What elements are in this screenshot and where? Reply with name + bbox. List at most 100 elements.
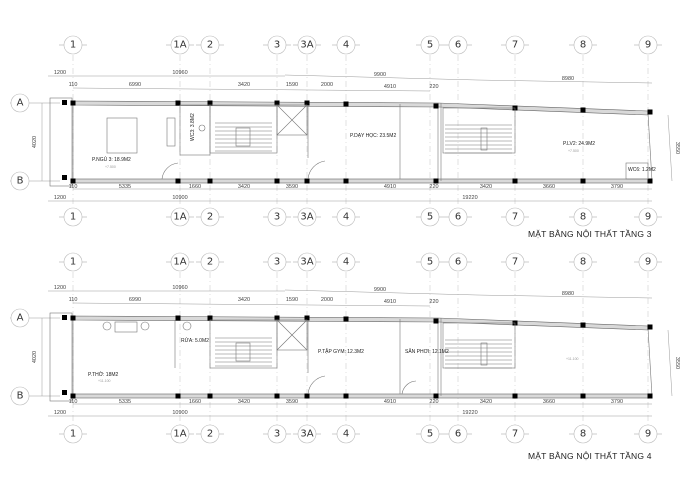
stool-icon — [140, 321, 150, 331]
dim-text: 110 — [69, 399, 78, 405]
sink-icon — [182, 321, 192, 331]
dim-text: 10900 — [172, 195, 187, 201]
dim-text: 4910 — [384, 84, 396, 90]
stair-well — [235, 342, 251, 362]
axis-bubble — [63, 252, 83, 272]
axis-label-5: 5 — [427, 40, 433, 51]
axis-bubble — [638, 252, 658, 272]
staircase — [442, 107, 516, 154]
balcony-post — [62, 390, 67, 395]
dim-text: 2000 — [321, 297, 333, 303]
column — [304, 178, 310, 184]
axis-label-3A: 3A — [300, 257, 313, 268]
column — [70, 315, 76, 321]
row-label-B: B — [17, 176, 24, 187]
room-label-drying-yard: SÂN PHƠI: 12.1M2 — [405, 348, 449, 355]
room-label-living-2: P.LV2: 24.9M2 — [563, 141, 595, 147]
balcony-post — [62, 175, 67, 180]
axis-label-6: 6 — [455, 40, 461, 51]
column — [175, 315, 181, 321]
balcony — [49, 97, 73, 187]
axis-bubble — [420, 252, 440, 272]
stair-well — [235, 127, 251, 147]
level-marker: +11.100 — [98, 379, 111, 383]
wardrobe — [166, 117, 176, 147]
axis-bubble — [267, 35, 287, 55]
axis-bubble — [505, 207, 525, 227]
column — [647, 109, 653, 115]
axis-label-3: 3 — [274, 40, 280, 51]
axis-bubble — [638, 35, 658, 55]
axis-bubble — [638, 424, 658, 444]
dim-text: 3660 — [543, 184, 555, 190]
row-label-A: A — [17, 313, 24, 324]
axis-label-1A: 1A — [173, 429, 186, 440]
axis-label-1: 1 — [70, 429, 76, 440]
dim-text: 5335 — [119, 184, 131, 190]
axis-label-6: 6 — [455, 429, 461, 440]
axis-label-4: 4 — [343, 257, 349, 268]
dim-text: 4020 — [32, 136, 38, 148]
dim-text: 1200 — [54, 410, 66, 416]
room-label-wc3: WC3: 3.8M2 — [190, 113, 196, 141]
axis-label-9: 9 — [645, 40, 651, 51]
axis-label-5: 5 — [427, 429, 433, 440]
axis-label-3A: 3A — [300, 40, 313, 51]
column — [175, 393, 181, 399]
dim-text: 220 — [429, 84, 438, 90]
axis-label-7: 7 — [512, 429, 518, 440]
axis-label-4: 4 — [343, 40, 349, 51]
dim-text: 3420 — [238, 399, 250, 405]
axis-bubble — [448, 252, 468, 272]
dim-text: 110 — [69, 297, 78, 303]
door-swing — [161, 162, 179, 180]
axis-label-4: 4 — [343, 429, 349, 440]
dim-text: 6990 — [129, 82, 141, 88]
axis-bubble — [170, 252, 190, 272]
axis-bubble — [573, 252, 593, 272]
dim-text: 4020 — [32, 351, 38, 363]
axis-label-8: 8 — [580, 212, 586, 223]
room-label-study: P.DẠY HỌC: 23.5M2 — [350, 133, 396, 139]
wall-top — [72, 315, 649, 331]
axis-bubble — [336, 424, 356, 444]
dim-text: 3550 — [674, 357, 680, 369]
dim-text: 8980 — [562, 291, 574, 297]
column — [647, 324, 653, 330]
axis-bubble — [638, 207, 658, 227]
bed — [106, 117, 138, 154]
axis-label-1A: 1A — [173, 212, 186, 223]
column — [207, 100, 213, 106]
axis-bubble — [170, 35, 190, 55]
column — [580, 322, 586, 328]
wall-bottom — [72, 178, 653, 184]
axis-label-1: 1 — [70, 212, 76, 223]
column — [304, 100, 310, 106]
dim-line — [284, 74, 478, 81]
axis-bubble — [297, 252, 317, 272]
axis-label-3A: 3A — [300, 429, 313, 440]
axis-label-1A: 1A — [173, 40, 186, 51]
axis-label-9: 9 — [645, 429, 651, 440]
dim-text: 3420 — [480, 184, 492, 190]
dim-line — [284, 289, 478, 296]
column — [433, 393, 439, 399]
dim-text: 6990 — [129, 297, 141, 303]
column — [580, 107, 586, 113]
axis-label-7: 7 — [512, 40, 518, 51]
axis-bubble — [573, 35, 593, 55]
dim-line — [667, 329, 673, 397]
dim-text: 3420 — [238, 297, 250, 303]
dim-text: 5335 — [119, 399, 131, 405]
stair-outline — [442, 322, 516, 369]
column — [175, 178, 181, 184]
room-label-bedroom-3: P.NGỦ 3: 18.9M2 — [92, 156, 131, 163]
dim-text: 8980 — [562, 76, 574, 82]
axis-label-6: 6 — [455, 257, 461, 268]
dim-text: 10960 — [172, 70, 187, 76]
column — [433, 103, 439, 109]
column — [207, 393, 213, 399]
toilet-icon — [198, 124, 206, 132]
